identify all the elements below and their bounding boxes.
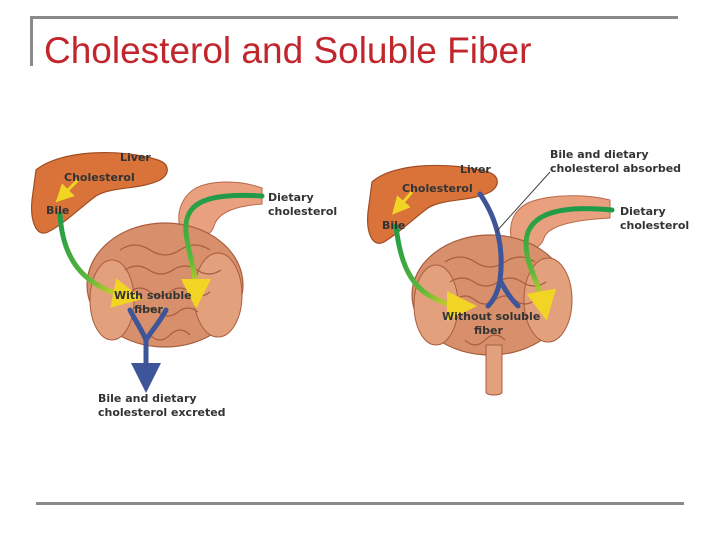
right-bile-arrow [393, 223, 477, 321]
right-cholesterol-arrow [392, 191, 414, 215]
left-label-excreted-1: Bile and dietary [98, 392, 197, 405]
top-rule [30, 16, 678, 19]
slide-title: Cholesterol and Soluble Fiber [44, 30, 532, 71]
left-cholesterol-arrow [55, 178, 80, 203]
left-panel: Liver Cholesterol Bile Dietary cholester… [31, 151, 337, 419]
right-label-fiber-2: fiber [474, 324, 503, 337]
left-label-excreted-2: cholesterol excreted [98, 406, 226, 419]
left-label-cholesterol: Cholesterol [64, 171, 135, 184]
right-label-absorbed-1: Bile and dietary [550, 148, 649, 161]
right-label-dietary-1: Dietary [620, 205, 666, 218]
left-label-dietary-2: cholesterol [268, 205, 337, 218]
left-label-dietary-1: Dietary [268, 191, 314, 204]
left-intestines [86, 222, 244, 348]
right-pointer-line [495, 171, 551, 233]
right-label-bile: Bile [382, 219, 405, 232]
left-label-fiber-2: fiber [134, 303, 163, 316]
bottom-rule [36, 502, 684, 505]
left-label-liver: Liver [120, 151, 151, 164]
left-label-fiber-1: With soluble [114, 289, 192, 302]
left-liver [31, 151, 168, 234]
right-absorption-arrow-b [497, 277, 521, 309]
right-label-fiber-1: Without soluble [442, 310, 540, 323]
left-label-bile: Bile [46, 204, 69, 217]
right-label-dietary-2: cholesterol [620, 219, 689, 232]
right-label-cholesterol: Cholesterol [402, 182, 473, 195]
left-rule [30, 16, 33, 66]
left-excretion-arrow-b [143, 307, 169, 343]
right-liver [367, 164, 498, 244]
right-dietary-arrow [523, 206, 615, 321]
right-panel: Bile and dietary cholesterol absorbed Li… [367, 148, 689, 396]
left-dietary-arrow [180, 192, 265, 309]
left-bile-arrow [57, 211, 143, 308]
right-label-absorbed-2: cholesterol absorbed [550, 162, 681, 175]
right-label-liver: Liver [460, 163, 491, 176]
